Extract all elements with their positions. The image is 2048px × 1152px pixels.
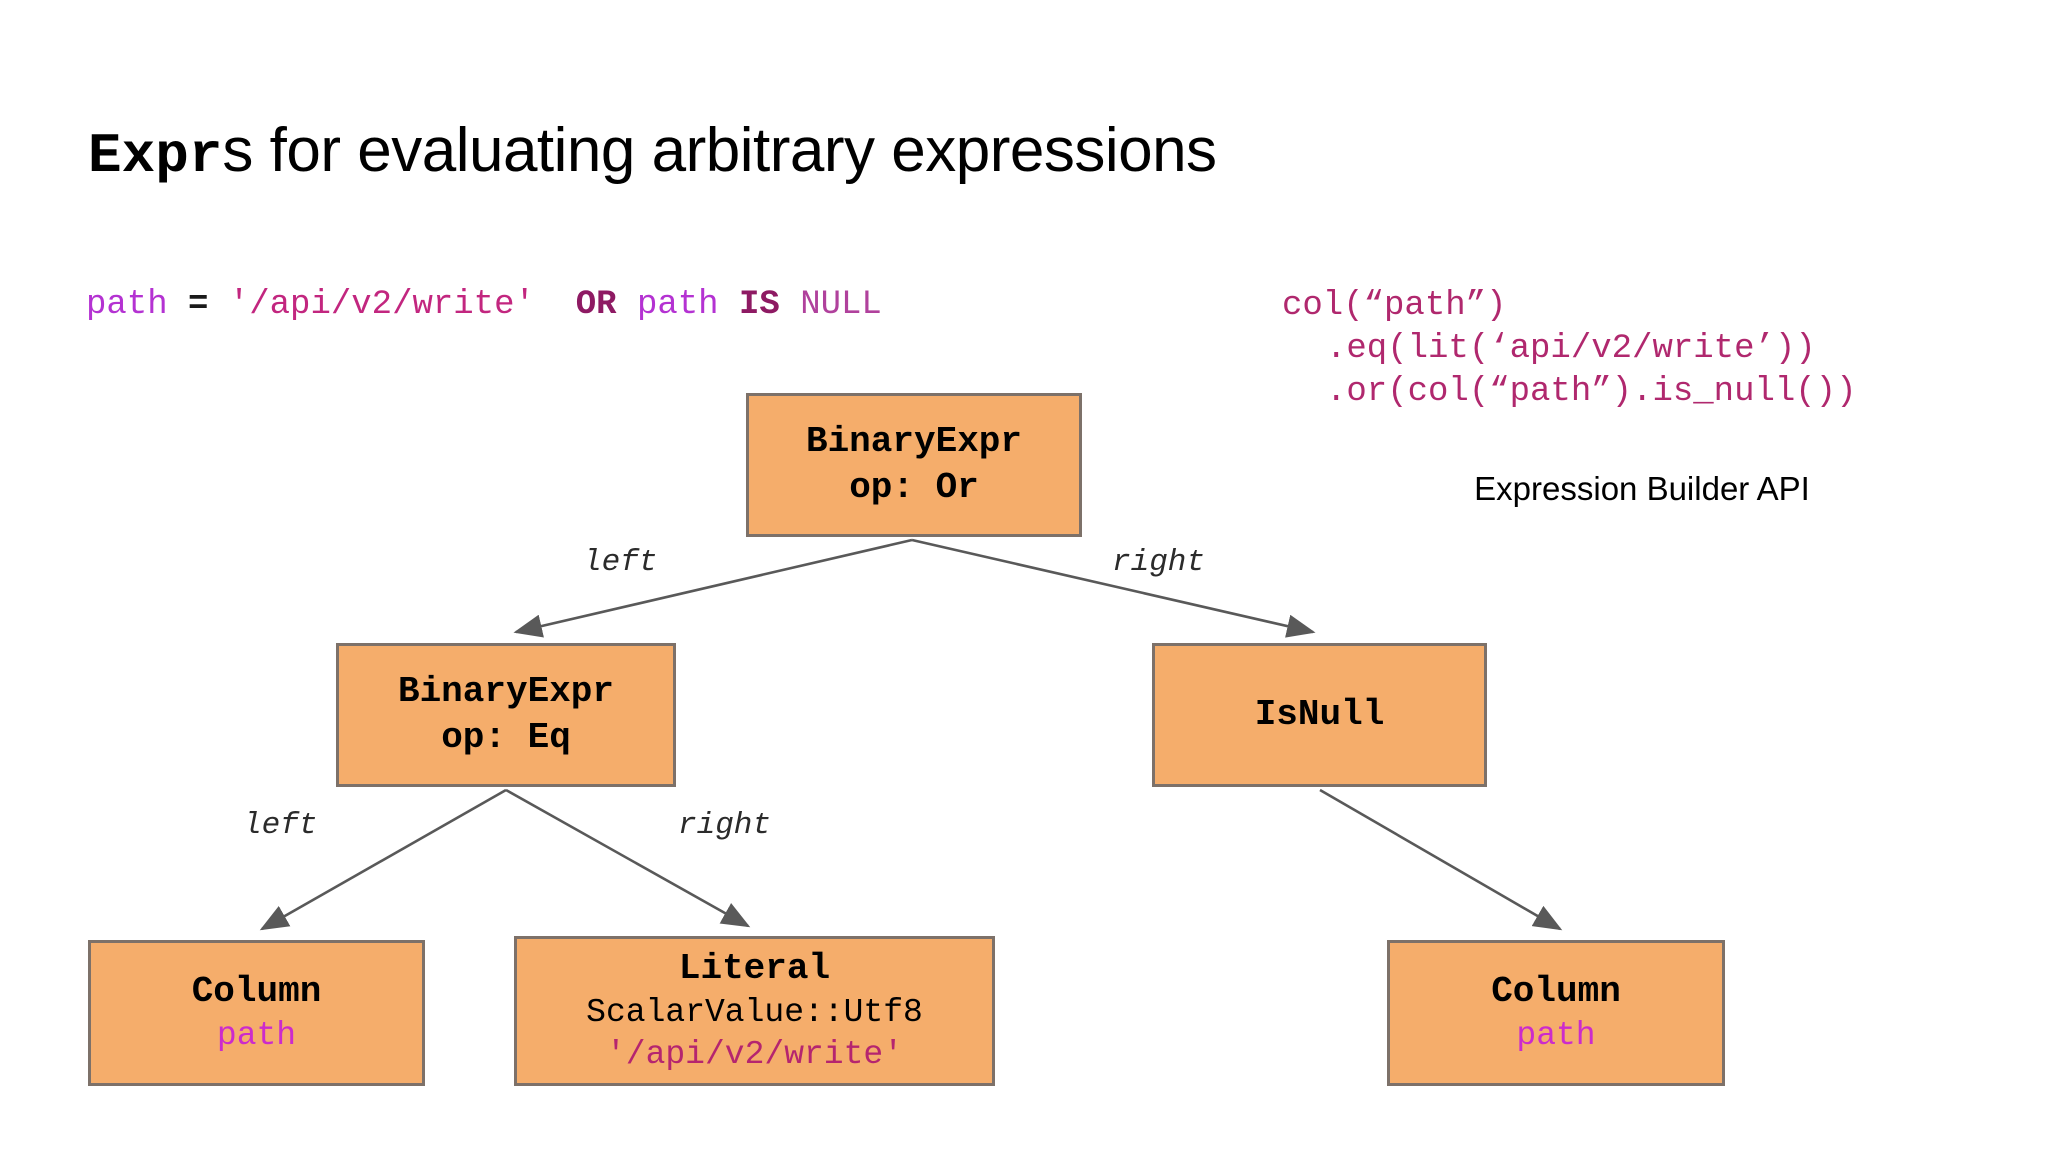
edge-root-left bbox=[513, 538, 913, 638]
api-code-block: col(“path”) .eq(lit(‘api/v2/write’)) .or(c… bbox=[1282, 285, 1857, 415]
tree-node-value: path bbox=[1516, 1016, 1596, 1054]
edge-isnull-child bbox=[1319, 788, 1563, 931]
sql-token-null: NULL bbox=[800, 286, 882, 324]
sql-expression-line: path = '/api/v2/write' OR path IS NULL bbox=[86, 285, 882, 326]
title-rest-part: s for evaluating arbitrary expressions bbox=[222, 116, 1217, 185]
sql-token-space-1 bbox=[168, 286, 188, 324]
api-code-line-1: col(“path”) bbox=[1282, 287, 1507, 325]
tree-node-op: op: Or bbox=[849, 467, 979, 508]
tree-node-literal[interactable]: Literal ScalarValue::Utf8 '/api/v2/write… bbox=[514, 936, 995, 1086]
sql-token-keyword-is: IS bbox=[738, 286, 780, 324]
edge-label-root-left: left bbox=[583, 545, 658, 580]
tree-node-op: op: Eq bbox=[441, 717, 571, 758]
sql-token-identifier-path-1: path bbox=[86, 286, 168, 324]
sql-token-space-2 bbox=[208, 286, 228, 324]
edge-label-eq-left: left bbox=[243, 808, 318, 843]
tree-node-datatype: ScalarValue::Utf8 bbox=[586, 993, 923, 1031]
tree-node-title: Column bbox=[191, 970, 322, 1012]
tree-node-binaryexpr-or[interactable]: BinaryExpr op: Or bbox=[746, 393, 1082, 537]
api-caption-label: Expression Builder API bbox=[1474, 470, 1810, 507]
tree-node-binaryexpr-eq[interactable]: BinaryExpr op: Eq bbox=[336, 643, 676, 787]
sql-token-space-6 bbox=[780, 286, 800, 324]
api-code-line-2: .eq(lit(‘api/v2/write’)) bbox=[1326, 330, 1816, 369]
sql-token-operator-equals: = bbox=[188, 286, 209, 324]
tree-node-title: Literal bbox=[678, 947, 831, 989]
sql-token-space-3 bbox=[535, 286, 576, 324]
sql-token-space-4 bbox=[617, 286, 637, 324]
title-mono-part: Expr bbox=[88, 124, 223, 188]
sql-token-space-5 bbox=[719, 286, 739, 324]
tree-node-column-left[interactable]: Column path bbox=[88, 940, 425, 1086]
edge-label-eq-right: right bbox=[678, 808, 772, 843]
api-code-line-3: .or(col(“path”).is_null()) bbox=[1326, 373, 1857, 412]
tree-node-value: '/api/v2/write' bbox=[605, 1036, 904, 1074]
edge-label-root-right: right bbox=[1112, 545, 1206, 580]
tree-node-isnull[interactable]: IsNull bbox=[1152, 643, 1487, 787]
tree-node-title: IsNull bbox=[1254, 693, 1385, 735]
tree-node-value: path bbox=[216, 1016, 297, 1054]
sql-token-string-literal: '/api/v2/write' bbox=[228, 286, 535, 324]
tree-node-title: BinaryExpr bbox=[805, 420, 1023, 462]
tree-node-column-right[interactable]: Column path bbox=[1387, 940, 1725, 1086]
tree-node-title: BinaryExpr bbox=[397, 670, 615, 712]
sql-token-keyword-or: OR bbox=[575, 286, 617, 324]
tree-node-title: Column bbox=[1491, 970, 1621, 1012]
page-title: Exprs for evaluating arbitrary expressio… bbox=[88, 115, 1217, 188]
sql-token-identifier-path-2: path bbox=[636, 286, 719, 324]
